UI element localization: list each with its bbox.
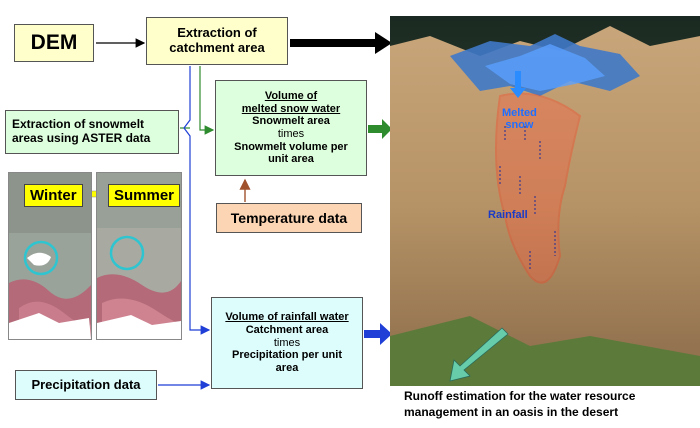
- snowmelt-line-1: Extraction of snowmelt: [12, 117, 145, 132]
- terrain-graphic: [390, 16, 700, 386]
- catchment-extraction-box: Extraction of catchment area: [146, 17, 288, 65]
- precipitation-label: Precipitation data: [31, 376, 141, 392]
- summer-label: Summer: [108, 184, 181, 207]
- catchment-to-terrain-arrow: [290, 32, 392, 54]
- snowmelt-extraction-box: Extraction of snowmelt areas using ASTER…: [5, 110, 179, 154]
- rainfall-to-terrain-arrow: [364, 323, 392, 345]
- temperature-data-box: Temperature data: [216, 203, 362, 233]
- catchment-line-1: Extraction of: [177, 25, 257, 41]
- melted-line-4: unit area: [268, 153, 314, 166]
- dem-label: DEM: [30, 30, 78, 54]
- melted-snow-volume-box: Volume of melted snow water Snowmelt are…: [215, 80, 367, 176]
- catchment-to-melted-line: [199, 66, 215, 135]
- rainfall-volume-box: Volume of rainfall water Catchment area …: [211, 297, 363, 389]
- melted-line-3: Snowmelt volume per: [234, 140, 348, 153]
- melted-line-2: times: [277, 128, 305, 140]
- melt-down-arrow: [510, 71, 526, 98]
- melted-title-1: Volume of: [264, 90, 318, 103]
- melted-line-1: Snowmelt area: [252, 115, 330, 128]
- caption-line-2: management in an oasis in the desert: [404, 405, 619, 420]
- runoff-outflow-arrow: [449, 327, 509, 382]
- melted-to-terrain-arrow: [368, 119, 392, 139]
- rainfall-line-3: Precipitation per unit: [231, 349, 342, 362]
- caption-line-1: Runoff estimation for the water resource: [404, 389, 636, 403]
- rainfall-line-4: area: [275, 361, 299, 374]
- catchment-to-rainfall-line: [183, 66, 211, 335]
- catchment-line-2: catchment area: [169, 40, 265, 55]
- snowmelt-line-2: areas using ASTER data: [12, 131, 151, 145]
- rainfall-title: Volume of rainfall water: [225, 311, 349, 324]
- temperature-label: Temperature data: [230, 209, 348, 226]
- runoff-caption: Runoff estimation for the water resource…: [404, 388, 694, 420]
- rainfall-line-1: Catchment area: [245, 324, 329, 337]
- melted-snow-label-2: snow: [505, 119, 534, 132]
- precipitation-data-box: Precipitation data: [15, 370, 157, 400]
- winter-label: Winter: [24, 184, 83, 207]
- melted-snow-label: Melted snow: [502, 107, 537, 131]
- rainfall-line-2: times: [273, 336, 301, 349]
- dem-box: DEM: [14, 24, 94, 62]
- rainfall-terrain-label: Rainfall: [488, 209, 528, 221]
- melted-title-2: melted snow water: [241, 102, 341, 115]
- melted-snow-label-1: Melted: [502, 107, 537, 119]
- terrain-3d-image: Melted snow Rainfall: [390, 16, 700, 386]
